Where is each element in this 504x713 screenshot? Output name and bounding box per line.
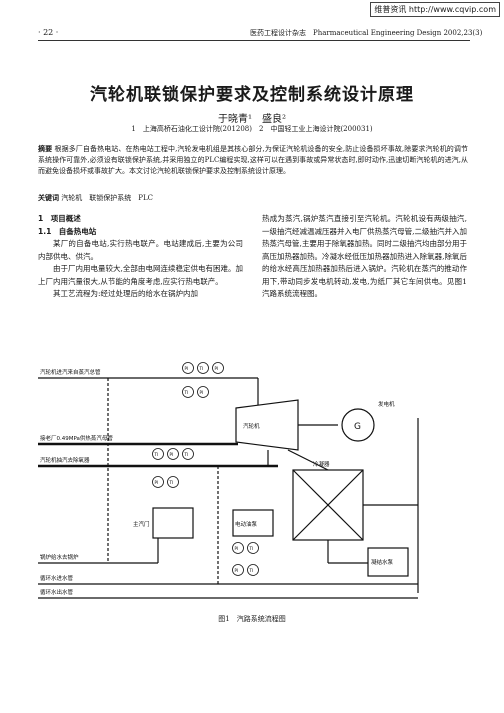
authors: 于晓青¹ 盛良² bbox=[217, 114, 287, 125]
figure-caption: 图1 汽路系统流程图 bbox=[218, 615, 286, 623]
label-motor-oil-pump: 电动油泵 bbox=[235, 520, 258, 528]
keywords: 关键词 汽轮机 联锁保护系统 PLC bbox=[38, 193, 153, 203]
abstract: 摘要 根据多厂自备热电站、在热电站工程中,汽轮发电机组是其核心部分,为保证汽轮机… bbox=[38, 144, 468, 177]
gauge-tag: PI bbox=[200, 390, 204, 395]
label-hotwell-pump: 凝结水泵 bbox=[371, 558, 394, 566]
gauge-bubble bbox=[197, 386, 209, 398]
paragraph: 热成为蒸汽,锅炉蒸汽直接引至汽轮机。汽轮机设有两级抽汽,一级抽汽经减温减压器并入… bbox=[262, 214, 467, 298]
exhaust-pipe bbox=[287, 449, 329, 471]
gauge-bubble bbox=[212, 362, 224, 374]
gauge-tag: TI bbox=[169, 480, 174, 485]
keywords-label: 关键词 bbox=[38, 194, 59, 202]
turbine-shape bbox=[235, 399, 299, 451]
gauge-bubble bbox=[247, 564, 259, 576]
condenser-tube bbox=[292, 469, 364, 541]
gauge-tag: PI bbox=[185, 366, 189, 371]
running-head: 医药工程设计杂志 Pharmaceutical Engineering Desi… bbox=[250, 29, 483, 37]
gauge-tag: TI bbox=[249, 568, 254, 573]
label-main-valve: 主汽门 bbox=[133, 520, 150, 528]
gauge-tag: TI bbox=[154, 452, 159, 457]
gauge-bubble bbox=[182, 448, 194, 460]
label-circ-supply: 循环水进水管 bbox=[40, 574, 74, 582]
oil-pump-box bbox=[232, 509, 274, 537]
paragraph: 其工艺流程为:经过处理后的给水在锅炉内加 bbox=[53, 289, 199, 298]
diagram-svg: PI TI PI TI PI TI PI TI PI TI PI TI PI TI 汽轮机进汽来自蒸汽总管… bbox=[38, 362, 419, 599]
generator-letter: G bbox=[354, 422, 361, 432]
paragraph: 某厂的自备电站,实行热电联产。电站建成后,主要为公司内部供电、供汽。 bbox=[38, 239, 243, 261]
keywords-text: 汽轮机 联锁保护系统 PLC bbox=[61, 194, 153, 202]
gauge-bubble bbox=[152, 476, 164, 488]
gauge-bubble bbox=[247, 542, 259, 554]
gauge-bubble bbox=[182, 386, 194, 398]
gauge-tag: PI bbox=[215, 366, 219, 371]
page-number: · 22 · bbox=[38, 28, 59, 37]
gauge-tag: TI bbox=[184, 452, 189, 457]
paper-title: 汽轮机联锁保护要求及控制系统设计原理 bbox=[90, 85, 414, 105]
gauge-bubble bbox=[167, 448, 179, 460]
gauge-bubble bbox=[167, 476, 179, 488]
affiliations: 1 上海高桥石油化工设计院(201208) 2 中国轻工业上海设计院(20003… bbox=[131, 125, 373, 133]
label-steam-turbine: 汽轮机 bbox=[243, 422, 260, 430]
gauge-tag: TI bbox=[199, 366, 204, 371]
main-valve-box bbox=[152, 507, 194, 539]
label-condenser: 冷凝器 bbox=[313, 460, 330, 468]
header-rule bbox=[38, 40, 470, 41]
watermark: 维普资讯 http://www.cqvip.com bbox=[370, 2, 500, 17]
hotwell-pump-box bbox=[367, 547, 409, 577]
label-extraction: 汽轮机抽汽去除氧器 bbox=[40, 456, 90, 464]
steam-flow-diagram: PI TI PI TI PI TI PI TI PI TI PI TI PI TI 汽轮机进汽来自蒸汽总管… bbox=[38, 358, 468, 608]
gauge-bubble bbox=[197, 362, 209, 374]
label-main-steam-header: 汽轮机进汽来自蒸汽总管 bbox=[40, 368, 101, 376]
right-column: 热成为蒸汽,锅炉蒸汽直接引至汽轮机。汽轮机设有两级抽汽,一级抽汽经减温减压器并入… bbox=[262, 213, 467, 301]
label-generator: 发电机 bbox=[378, 400, 395, 408]
gauge-group: PI TI PI TI PI TI PI TI PI TI PI TI PI TI bbox=[152, 362, 259, 576]
gauge-tag: TI bbox=[184, 390, 189, 395]
label-external-header: 接老厂0.49MPa供热蒸汽母管 bbox=[40, 434, 113, 442]
gauge-tag: PI bbox=[235, 568, 239, 573]
gauge-bubble bbox=[232, 542, 244, 554]
abstract-text: 根据多厂自备热电站、在热电站工程中,汽轮发电机组是其核心部分,为保证汽轮机设备的… bbox=[38, 145, 468, 175]
gauge-tag: TI bbox=[249, 546, 254, 551]
subsection-heading: 1.1 自备热电站 bbox=[38, 226, 97, 236]
abstract-label: 摘要 bbox=[38, 145, 53, 153]
section-heading: 1 项目概述 bbox=[38, 214, 81, 223]
gauge-bubble bbox=[182, 362, 194, 374]
gauge-tag: PI bbox=[235, 546, 239, 551]
gauge-tag: PI bbox=[155, 480, 159, 485]
label-to-boiler: 锅炉给水去锅炉 bbox=[40, 553, 79, 561]
left-column: 1 项目概述 1.1 自备热电站 某厂的自备电站,实行热电联产。电站建成后,主要… bbox=[38, 213, 243, 301]
gauge-bubble bbox=[152, 448, 164, 460]
paragraph: 由于厂内用电量较大,全部由电网连续稳定供电有困难。加上厂内用汽量很大,从节能的角… bbox=[38, 264, 243, 286]
gauge-bubble bbox=[232, 564, 244, 576]
generator-symbol bbox=[341, 408, 375, 442]
label-circ-return: 循环水出水管 bbox=[40, 588, 74, 596]
gauge-tag: PI bbox=[170, 452, 174, 457]
